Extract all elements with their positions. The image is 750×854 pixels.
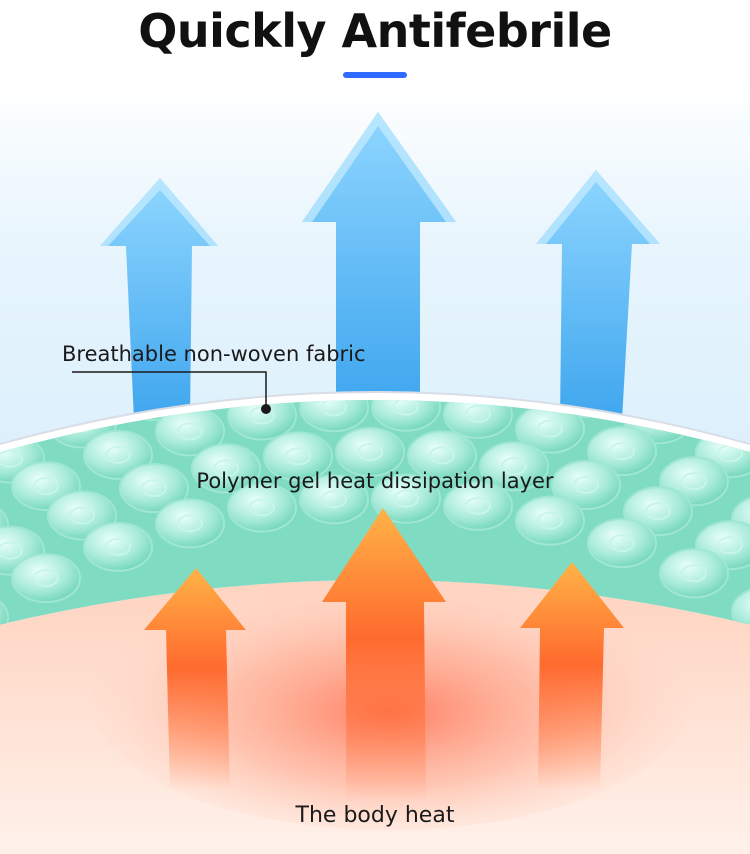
gel-bubble-highlight [393, 400, 419, 416]
gel-bubble [479, 441, 549, 492]
body-heat-label: The body heat [295, 803, 455, 828]
gel-bubble-highlight [177, 514, 203, 533]
gel-bubble [371, 473, 441, 524]
gel-bubble-highlight [33, 569, 59, 588]
cool-arrow-left-icon [100, 178, 218, 420]
gel-bubble-highlight [213, 459, 239, 478]
gel-bubble-highlight [537, 511, 563, 530]
gel-bubble-highlight [681, 564, 707, 583]
gel-bubble [551, 459, 621, 510]
gel-bubble [11, 553, 81, 604]
gel-bubble-highlight [321, 400, 347, 417]
gel-bubble [119, 463, 189, 514]
gel-bubble [443, 480, 513, 531]
gel-bubble-highlight [285, 447, 311, 466]
gel-bubble [731, 586, 750, 637]
gel-bubble [83, 521, 153, 572]
gel-bubble-highlight [645, 502, 671, 521]
gel-bubble [587, 518, 657, 569]
gel-bubble-highlight [501, 457, 527, 476]
heat-arrow-center-icon [322, 508, 446, 800]
fabric-pointer-dot [261, 404, 271, 414]
gel-bubble [587, 426, 657, 477]
page-title: Quickly Antifebrile [138, 4, 612, 58]
gel-bubble [0, 591, 9, 640]
gel-bubble-highlight [357, 443, 383, 462]
gel-bubble [335, 427, 405, 478]
gel-bubble-highlight [33, 477, 59, 496]
gel-bubble-highlight [105, 537, 131, 556]
heat-arrow-left-icon [144, 568, 246, 790]
gel-bubble [371, 400, 441, 432]
gel-bubble [659, 548, 729, 599]
gel-bubble-highlight [537, 419, 563, 438]
gel-bubble-highlight [141, 479, 167, 498]
gel-bubble-highlight [465, 496, 491, 515]
gel-bubble [191, 443, 261, 494]
gel-bubble-highlight [465, 404, 491, 423]
gel-bubble [227, 482, 297, 533]
gel-bubble-highlight [249, 498, 275, 517]
gel-bubble-highlight [0, 541, 23, 560]
gel-bubble-highlight [393, 489, 419, 508]
gel-bubble-highlight [429, 446, 455, 465]
gel-bubble-highlight [609, 534, 635, 553]
gel-bubble [407, 430, 477, 481]
gel-bubble-highlight [717, 536, 743, 555]
gel-bubble-highlight [681, 472, 707, 491]
gel-bubble-highlight [69, 506, 95, 525]
fabric-label: Breathable non-woven fabric [62, 342, 366, 366]
cool-arrow-right-icon [536, 170, 660, 420]
gel-bubble-highlight [0, 449, 23, 468]
cool-arrow-center-icon [302, 112, 456, 405]
gel-bubble-highlight [105, 445, 131, 464]
gel-bubble [299, 400, 369, 433]
gel-bubble-highlight [321, 490, 347, 509]
gel-bubble [263, 431, 333, 482]
gel-bubble [0, 499, 9, 550]
gel-bubble [155, 498, 225, 549]
gel-bubble-highlight [177, 422, 203, 441]
title-underline [343, 72, 407, 78]
gel-bubble [299, 474, 369, 525]
heat-arrow-right-icon [520, 562, 624, 790]
fabric-leader-line [72, 371, 267, 406]
gel-bubble [515, 495, 585, 546]
gel-layer-label: Polymer gel heat dissipation layer [196, 469, 554, 493]
gel-bubble-highlight [573, 475, 599, 494]
gel-bubble [83, 429, 153, 480]
gel-bubble-highlight [609, 442, 635, 461]
